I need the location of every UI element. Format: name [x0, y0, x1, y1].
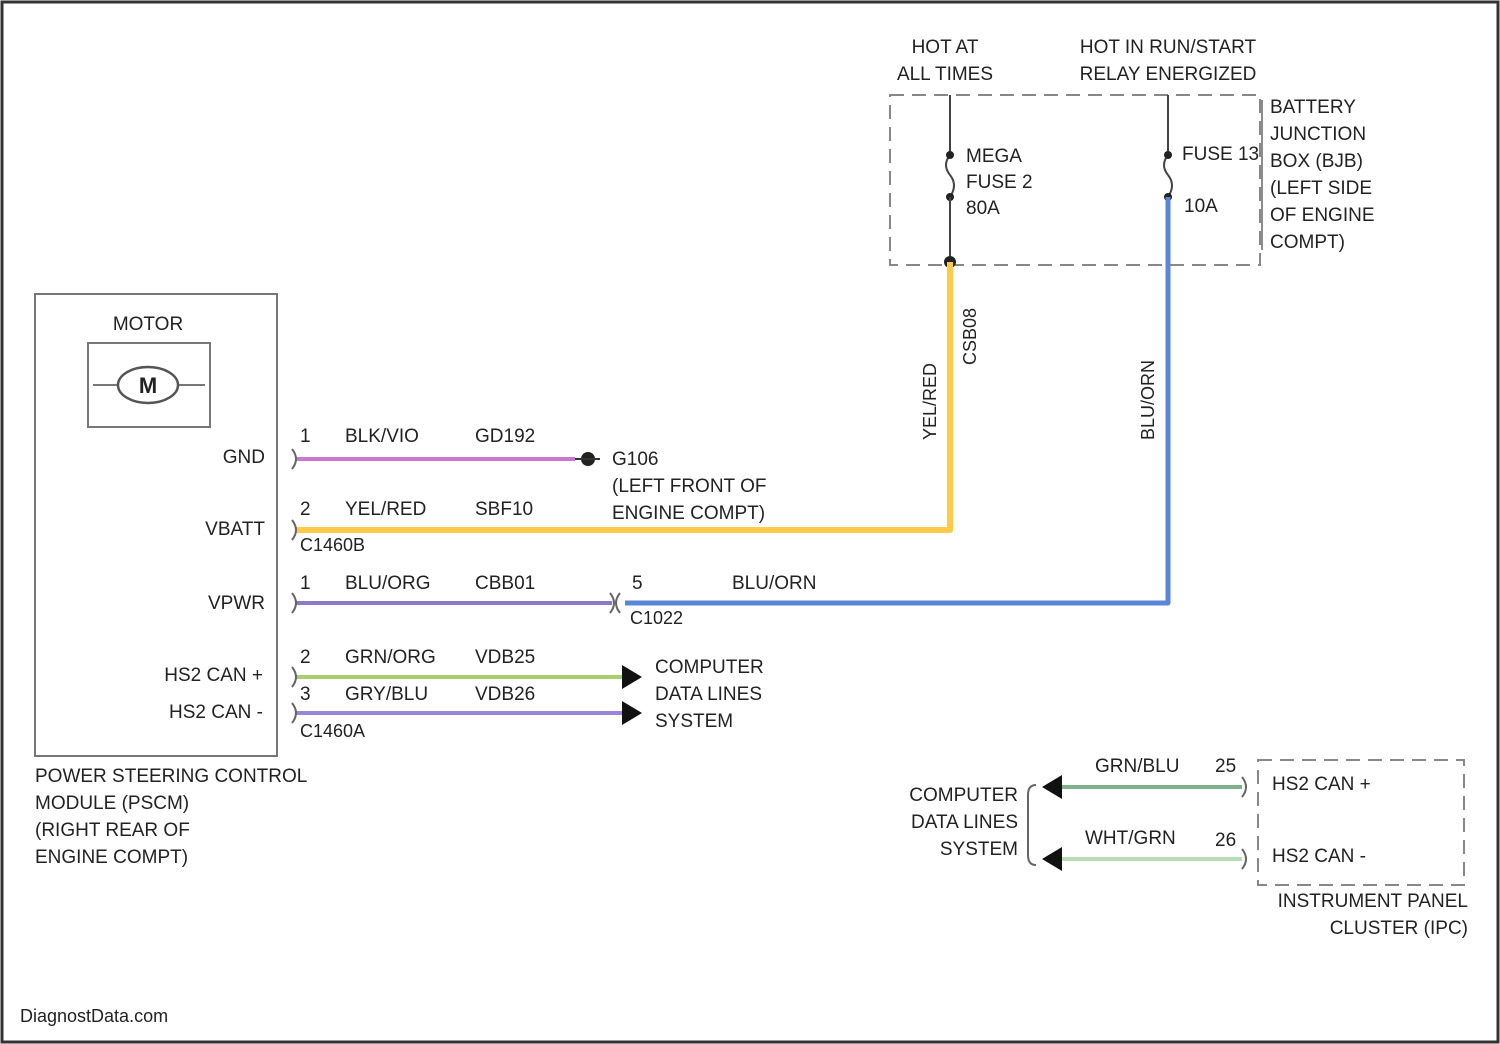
bjb-name-line2: JUNCTION — [1270, 124, 1366, 145]
bjb-name-line6: COMPT) — [1270, 232, 1345, 253]
fuse-13-symbol — [1164, 155, 1172, 197]
wire-can-minus-circuit: VDB26 — [475, 684, 535, 705]
ipc-data-lines-line3: SYSTEM — [940, 839, 1018, 860]
wire-gnd-color: BLK/VIO — [345, 426, 419, 447]
wire-vpwr-pin: 1 — [300, 573, 311, 594]
vertical-label-blu-orn: BLU/ORN — [1138, 360, 1158, 440]
battery-junction-box: HOT AT ALL TIMES HOT IN RUN/START RELAY … — [890, 37, 1375, 268]
bjb-name-line5: OF ENGINE — [1270, 205, 1375, 226]
mega-fuse-terminal-top — [946, 151, 954, 159]
wire-vpwr-circuit: CBB01 — [475, 573, 535, 594]
pscm-module: MOTOR M GND VBATT VPWR HS2 CAN + HS2 CAN… — [35, 294, 307, 868]
ipc-name-line1: INSTRUMENT PANEL — [1278, 891, 1468, 912]
data-lines-line2: DATA LINES — [655, 684, 762, 705]
bjb-name-line3: BOX (BJB) — [1270, 151, 1363, 172]
vertical-label-yel-red: YEL/RED — [920, 363, 940, 440]
hot-at-all-times-line2: ALL TIMES — [897, 64, 993, 85]
data-lines-line3: SYSTEM — [655, 711, 733, 732]
connector-c1460a: C1460A — [300, 721, 365, 741]
connector-mark-can-plus — [292, 667, 296, 687]
data-lines-line1: COMPUTER — [655, 657, 764, 678]
ipc-section: COMPUTER DATA LINES SYSTEM GRN/BLU 25 WH… — [909, 756, 1468, 939]
wire-gnd-circuit: GD192 — [475, 426, 535, 447]
ground-desc-line1: (LEFT FRONT OF — [612, 476, 766, 497]
ipc-name-line2: CLUSTER (IPC) — [1330, 918, 1468, 939]
connector-c1460b: C1460B — [300, 535, 365, 555]
connector-mark-ipc-1 — [1242, 777, 1246, 797]
fuse-13-amperage: 10A — [1184, 196, 1218, 217]
arrow-can-minus — [622, 701, 642, 725]
bjb-dashed-outline — [890, 95, 1260, 265]
bjb-name-line1: BATTERY — [1270, 97, 1356, 118]
fuse-13-label: FUSE 13 — [1182, 144, 1259, 165]
connector-mark-gnd — [292, 449, 296, 469]
motor-symbol: M — [139, 373, 157, 398]
ipc-bracket — [1028, 785, 1036, 865]
wire-can-plus-color: GRN/ORG — [345, 647, 436, 668]
pscm-name-line2: MODULE (PSCM) — [35, 793, 189, 814]
ipc-wire1-color: GRN/BLU — [1095, 756, 1179, 777]
mega-fuse-line3: 80A — [966, 198, 1000, 219]
wire-can-minus-pin: 3 — [300, 684, 311, 705]
wire-vpwr-color: BLU/ORG — [345, 573, 431, 594]
ipc-data-lines-line2: DATA LINES — [911, 812, 1018, 833]
pin-can-plus: HS2 CAN + — [164, 665, 263, 686]
hot-in-run-line1: HOT IN RUN/START — [1080, 37, 1257, 58]
pin-vpwr: VPWR — [208, 593, 265, 614]
arrow-ipc-can-plus — [1042, 775, 1062, 799]
pscm-name-line4: ENGINE COMPT) — [35, 847, 188, 868]
pscm-name-line1: POWER STEERING CONTROL — [35, 766, 307, 787]
hot-at-all-times-line1: HOT AT — [912, 37, 979, 58]
arrow-ipc-can-minus — [1042, 847, 1062, 871]
connector-mark-can-minus — [292, 703, 296, 723]
ipc-wire1-pin: 25 — [1215, 756, 1236, 777]
connector-mark-ipc-2 — [1242, 849, 1246, 869]
wire-vbatt-color: YEL/RED — [345, 499, 426, 520]
ipc-wire2-color: WHT/GRN — [1085, 828, 1176, 849]
mega-fuse-line1: MEGA — [966, 146, 1022, 167]
wire-vbatt-pin: 2 — [300, 499, 311, 520]
hot-in-run-line2: RELAY ENERGIZED — [1080, 64, 1257, 85]
ipc-can-plus: HS2 CAN + — [1272, 774, 1371, 795]
bjb-name-line4: (LEFT SIDE — [1270, 178, 1372, 199]
motor-label: MOTOR — [113, 314, 183, 335]
arrow-can-plus — [622, 665, 642, 689]
wire-can-plus-circuit: VDB25 — [475, 647, 535, 668]
wire-blu-orn — [625, 197, 1168, 603]
pin-vbatt: VBATT — [205, 519, 265, 540]
wire-can-minus-color: GRY/BLU — [345, 684, 428, 705]
ground-desc-line2: ENGINE COMPT) — [612, 503, 765, 524]
ipc-wire2-pin: 26 — [1215, 830, 1236, 851]
pin-can-minus: HS2 CAN - — [169, 702, 263, 723]
ipc-data-lines-line1: COMPUTER — [909, 785, 1018, 806]
pin-gnd: GND — [223, 447, 265, 468]
wire-gnd-pin: 1 — [300, 426, 311, 447]
mega-fuse-symbol — [946, 155, 954, 197]
connector-mark-vpwr — [292, 593, 296, 613]
wire-vbatt-circuit: SBF10 — [475, 499, 533, 520]
connector-mark-vbatt — [292, 520, 296, 540]
vertical-label-csb08: CSB08 — [960, 308, 980, 365]
pscm-name-line3: (RIGHT REAR OF — [35, 820, 190, 841]
connector-c1022: C1022 — [630, 608, 683, 628]
fuse-13-terminal-top — [1164, 151, 1172, 159]
watermark: DiagnostData.com — [20, 1006, 168, 1026]
ground-id: G106 — [612, 449, 658, 470]
wire-vpwr-far-color: BLU/ORN — [732, 573, 816, 594]
wire-vpwr-far-pin: 5 — [632, 573, 643, 594]
wire-can-plus-pin: 2 — [300, 647, 311, 668]
ipc-can-minus: HS2 CAN - — [1272, 846, 1366, 867]
mega-fuse-line2: FUSE 2 — [966, 172, 1033, 193]
